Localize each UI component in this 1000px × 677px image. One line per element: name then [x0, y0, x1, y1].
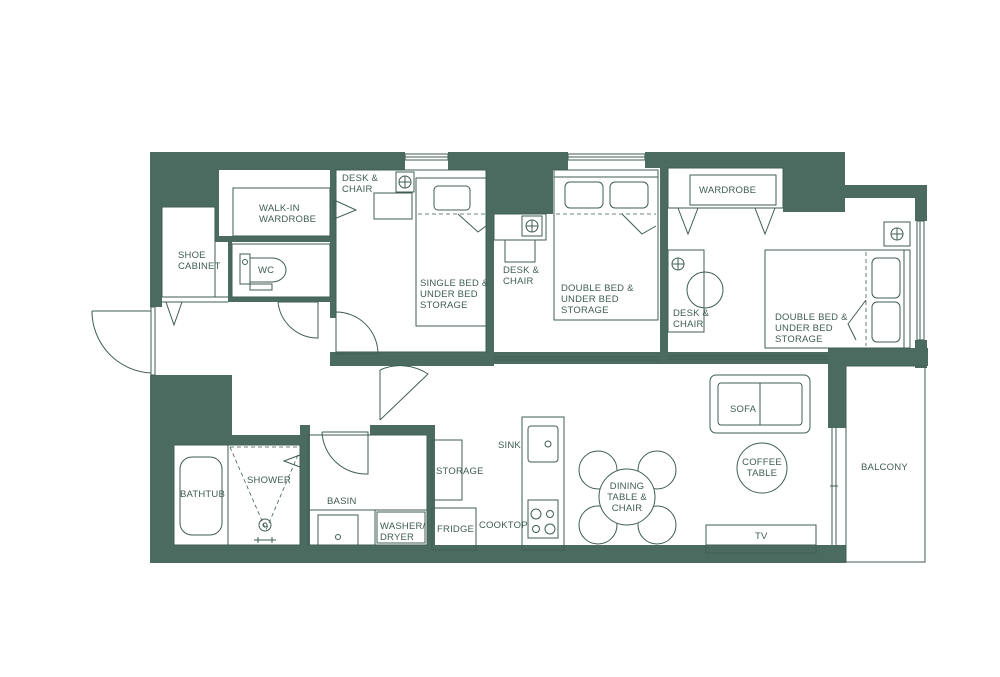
tv-label: TV — [755, 531, 768, 542]
walk-in-wardrobe — [232, 187, 358, 237]
basin-label: BASIN — [327, 496, 357, 507]
bathtub-label: BATHTUB — [180, 489, 226, 500]
bedroom-2 — [493, 169, 659, 321]
dining-table — [578, 450, 677, 545]
wc-toilet — [231, 243, 331, 298]
double-bed-label-2: DOUBLE BED & UNDER BED STORAGE — [775, 312, 848, 345]
balcony-outline — [845, 365, 926, 563]
storage-label: STORAGE — [436, 466, 484, 477]
cooktop-label: COOKTOP — [479, 520, 528, 531]
balcony-label: BALCONY — [861, 462, 908, 473]
single-bedroom — [335, 169, 487, 353]
fridge-label: FRIDGE — [437, 524, 475, 535]
walk-in-wardrobe-label: WALK-IN WARDROBE — [259, 203, 317, 225]
windows — [404, 153, 925, 545]
washer-dryer-label: WASHER/ DRYER — [380, 521, 426, 543]
dining-label: DINING TABLE & CHAIR — [607, 481, 647, 514]
sink-label: SINK — [498, 440, 521, 451]
bathroom — [173, 434, 428, 546]
doors — [91, 301, 828, 475]
shoe-cabinet-label: SHOE CABINET — [178, 250, 221, 272]
desk-chair-label-3: DESK & CHAIR — [673, 308, 710, 330]
sofa-label: SOFA — [730, 404, 757, 415]
wardrobe-label: WARDROBE — [699, 185, 757, 196]
double-bed-label-1: DOUBLE BED & UNDER BED STORAGE — [561, 283, 634, 316]
kitchen — [431, 416, 565, 551]
bedroom-3 — [667, 167, 911, 349]
desk-chair-label-1: DESK & CHAIR — [342, 173, 379, 195]
shower-label: SHOWER — [247, 475, 291, 486]
desk-chair-label-2: DESK & CHAIR — [503, 265, 540, 287]
coffee-table-label: COFFEE TABLE — [742, 457, 782, 479]
living — [705, 374, 817, 554]
walls — [150, 152, 928, 563]
single-bed-label: SINGLE BED & UNDER BED STORAGE — [420, 278, 489, 311]
wc-label: WC — [258, 265, 275, 276]
shoe-cabinet — [161, 206, 228, 327]
